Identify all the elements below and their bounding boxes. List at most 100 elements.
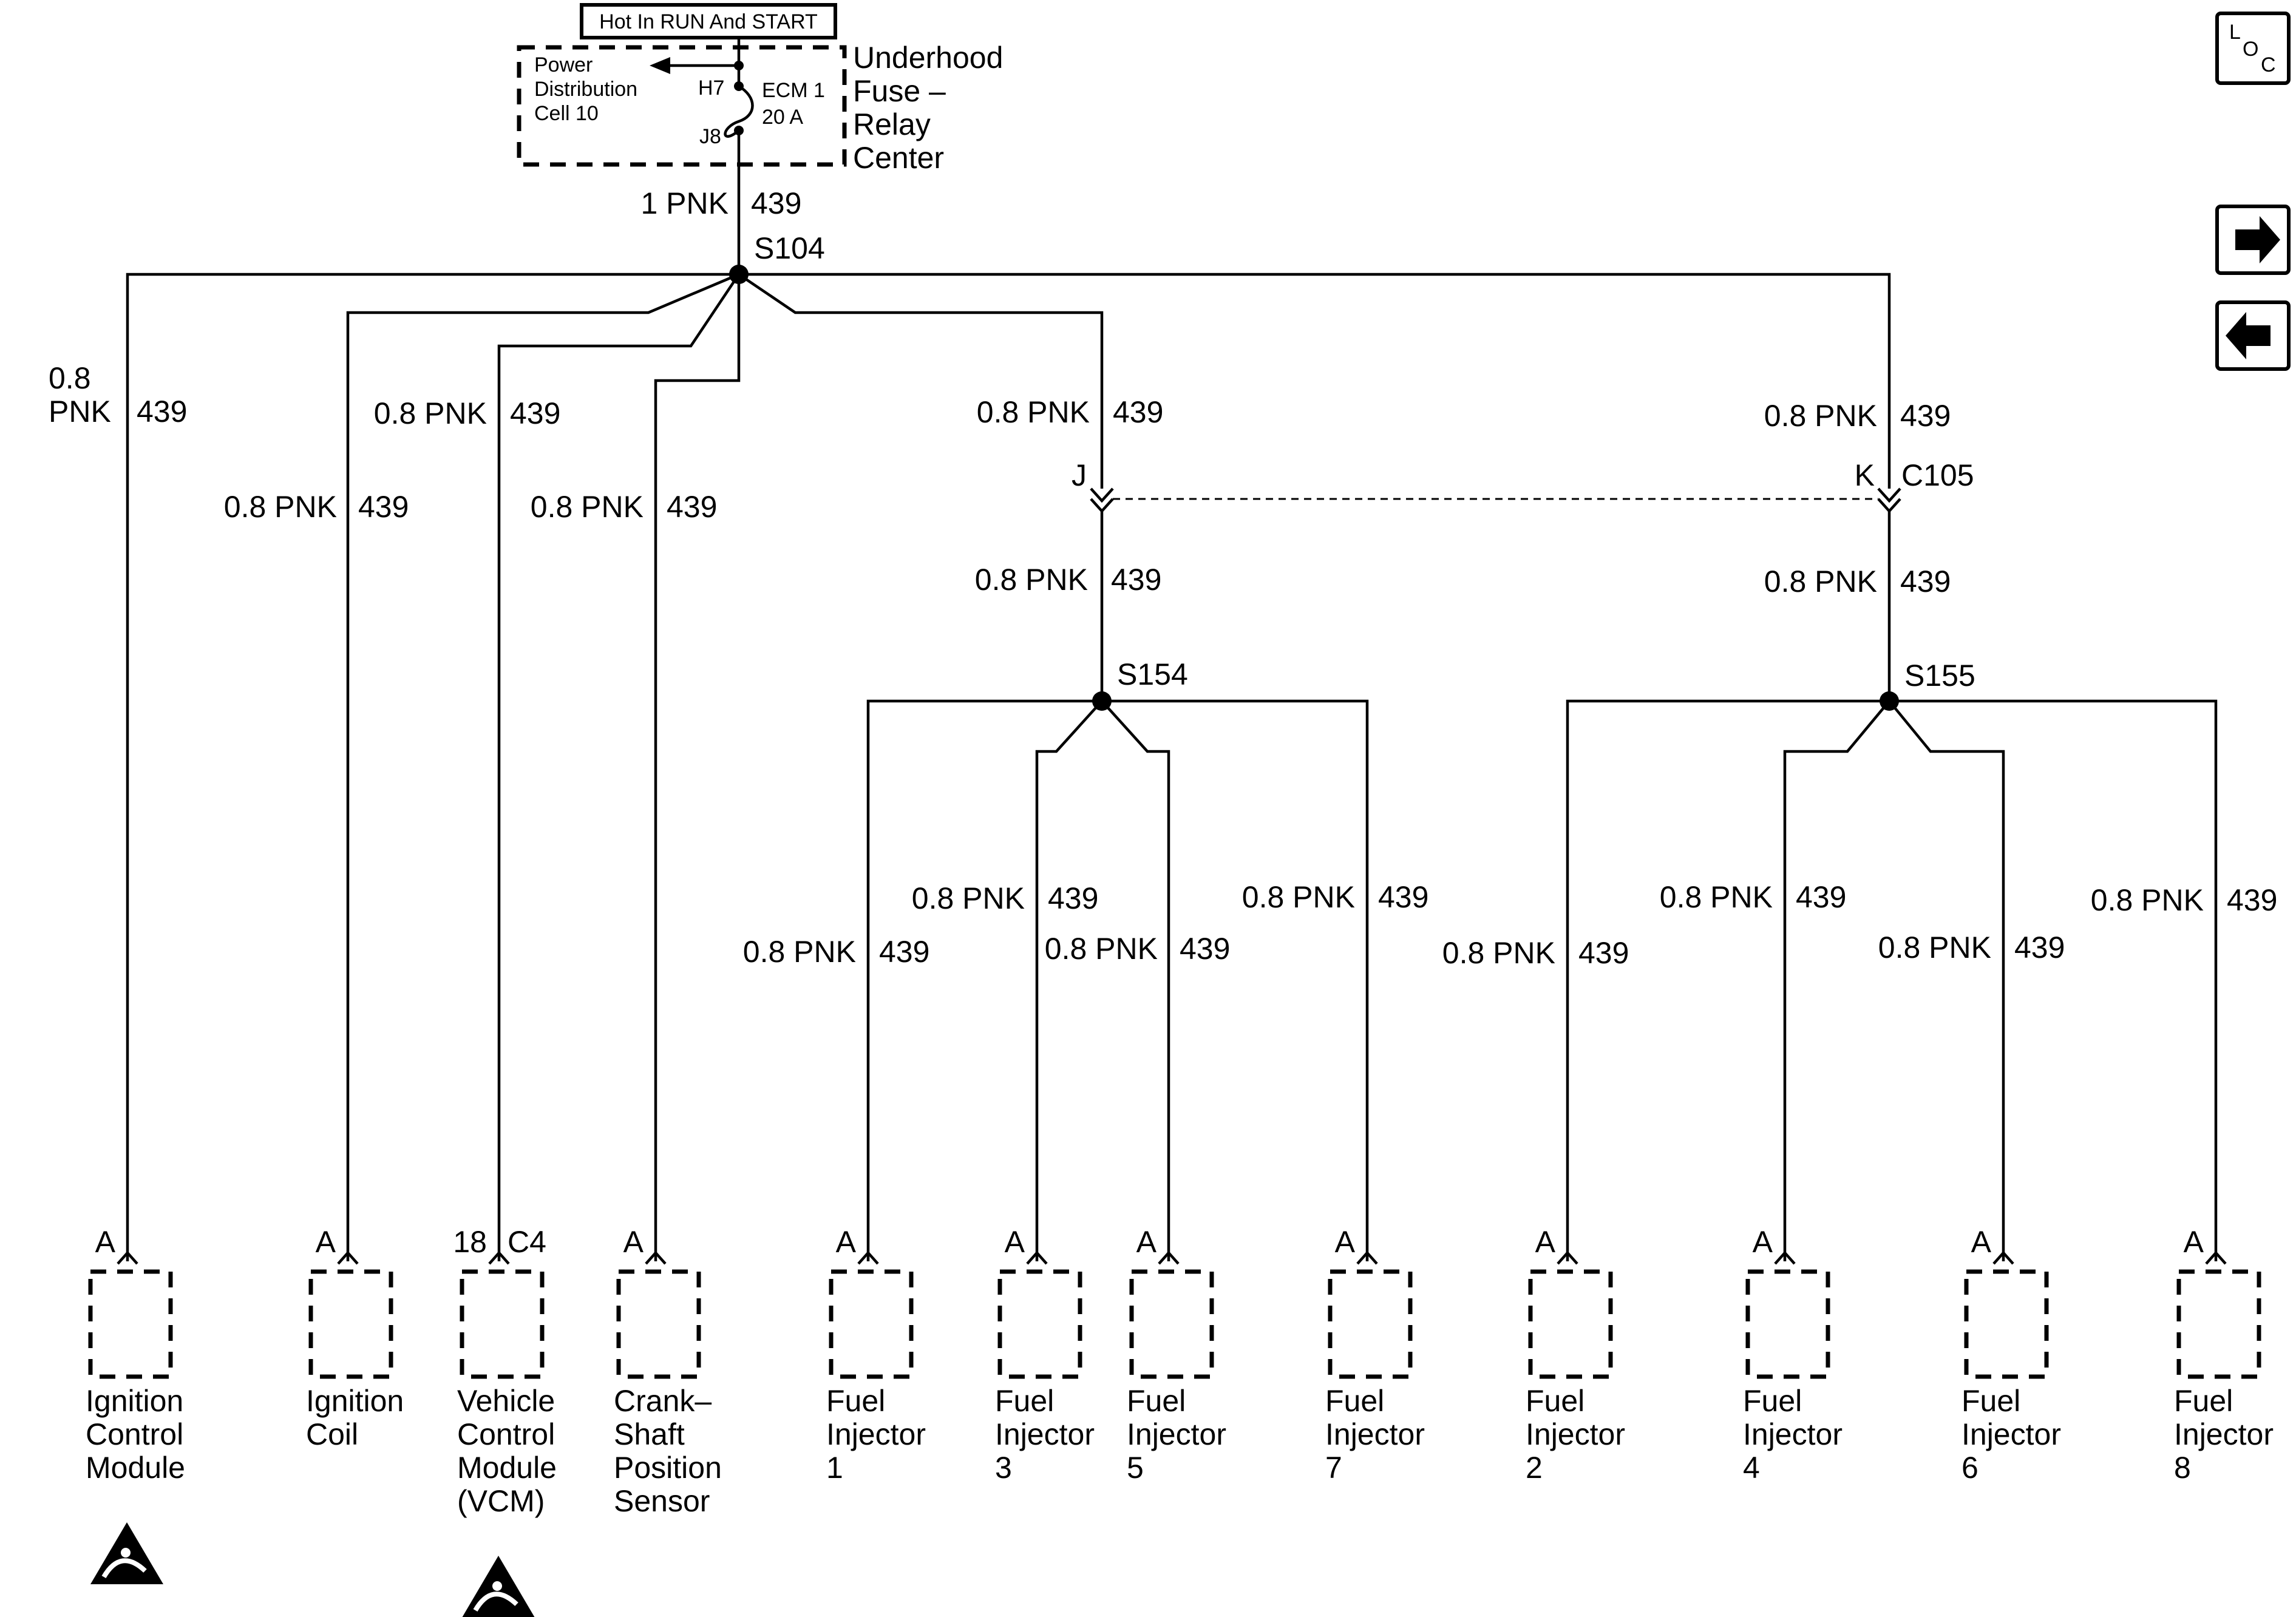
splice-s104-label: S104 bbox=[754, 231, 825, 265]
component-box bbox=[88, 1269, 173, 1379]
component-name-line: Fuel bbox=[1127, 1384, 1186, 1418]
power-distribution-label-2: Distribution bbox=[534, 78, 637, 101]
wire-label-coil-circuit: 439 bbox=[358, 490, 409, 524]
wire-label-k-lower-circuit: 439 bbox=[1900, 564, 1951, 598]
component-box bbox=[460, 1269, 545, 1379]
component-name-line: Fuel bbox=[2174, 1384, 2233, 1418]
wire-fuel-injector-7 bbox=[1102, 699, 1369, 1261]
wire-label-inj8-circuit: 439 bbox=[2227, 883, 2277, 917]
wire-labels: 0.8 PNK 439 0.8 PNK 439 0.8 PNK 439 0.8 … bbox=[49, 361, 2277, 970]
component-name-line: Injector bbox=[2174, 1417, 2274, 1451]
component-box bbox=[997, 1269, 1082, 1379]
component-name-line: Injector bbox=[1127, 1417, 1226, 1451]
wire-fuel-injector-1 bbox=[866, 699, 1102, 1261]
component-pin-label: A bbox=[836, 1225, 857, 1259]
component-name-line: 5 bbox=[1127, 1451, 1144, 1485]
connector-pin-icon bbox=[488, 1250, 510, 1265]
wire-label-inj6-circuit: 439 bbox=[2014, 931, 2065, 964]
connector-pin-icon bbox=[645, 1250, 667, 1265]
power-distribution-block: Power Distribution Cell 10 H7 J8 ECM 1 2… bbox=[517, 38, 847, 167]
wire-fuel-injector-6 bbox=[1888, 700, 2005, 1261]
wire-label-inj2-size: 0.8 PNK bbox=[1442, 936, 1555, 970]
connector-pin-icon bbox=[1158, 1250, 1180, 1265]
wire-label-inj7-size: 0.8 PNK bbox=[1242, 880, 1355, 914]
component-name-line: Control bbox=[457, 1417, 555, 1451]
component-name-line: Module bbox=[457, 1451, 557, 1485]
wire-fuel-injector-5 bbox=[1101, 700, 1170, 1261]
component-pin-label: A bbox=[1136, 1225, 1157, 1259]
arrow-left-icon bbox=[2226, 312, 2271, 359]
svg-text:Underhood: Underhood bbox=[853, 41, 1003, 75]
component-box bbox=[308, 1269, 393, 1379]
wire-label-inj7-circuit: 439 bbox=[1378, 880, 1428, 914]
fuse-rating: 20 A bbox=[762, 106, 803, 129]
wire-label-coil-size: 0.8 PNK bbox=[224, 490, 337, 524]
connector-pin-icon bbox=[1992, 1250, 2014, 1265]
component-name-line: Vehicle bbox=[457, 1384, 555, 1418]
component-pin-label: C4 bbox=[508, 1225, 546, 1259]
wire-label-inj3-circuit: 439 bbox=[1048, 881, 1098, 915]
esd-warning-icon bbox=[90, 1522, 163, 1584]
wire-ignition-coil bbox=[346, 273, 739, 1261]
component-name-line: Injector bbox=[1526, 1417, 1625, 1451]
connector-pin-j: J bbox=[1072, 458, 1087, 492]
wire-label-j-lower-circuit: 439 bbox=[1111, 563, 1161, 597]
component-name-line: Fuel bbox=[995, 1384, 1054, 1418]
component-box bbox=[616, 1269, 701, 1379]
wire-label-icm-circuit: 439 bbox=[137, 395, 187, 429]
wire-vcm bbox=[497, 273, 740, 1261]
wire-fuel-injector-2 bbox=[1566, 699, 1889, 1261]
connector-pin-icon bbox=[1774, 1250, 1796, 1265]
wire-label-k-lower-size: 0.8 PNK bbox=[1764, 564, 1877, 598]
fuse-icon bbox=[724, 85, 754, 138]
power-distribution-label-1: Power bbox=[534, 53, 593, 76]
svg-text:Center: Center bbox=[853, 141, 944, 175]
connector-pin-icon bbox=[1557, 1250, 1578, 1265]
loc-letter-c: C bbox=[2261, 53, 2276, 76]
next-page-button[interactable] bbox=[2215, 205, 2291, 275]
component-name-line: Fuel bbox=[1743, 1384, 1802, 1418]
component-name-line: 7 bbox=[1325, 1451, 1342, 1485]
component-name-line: Crank– bbox=[614, 1384, 712, 1418]
component-name-line: Injector bbox=[995, 1417, 1095, 1451]
component-name-line: 1 bbox=[826, 1451, 843, 1485]
connector-pin-icon bbox=[2205, 1250, 2227, 1265]
loc-button[interactable]: L O C bbox=[2215, 12, 2291, 85]
connector-pin-icon bbox=[337, 1250, 359, 1265]
component-box bbox=[1528, 1269, 1613, 1379]
wire-label-icm-size-2: PNK bbox=[49, 395, 111, 429]
component-name-line: Position bbox=[614, 1451, 722, 1485]
component-name-line: (VCM) bbox=[457, 1484, 545, 1518]
component-name-line: 6 bbox=[1961, 1451, 1978, 1485]
svg-text:Fuse –: Fuse – bbox=[853, 74, 946, 108]
main-wire-circuit: 439 bbox=[751, 186, 801, 220]
fuse-pin-j8: J8 bbox=[699, 125, 721, 148]
esd-warning-icon bbox=[462, 1556, 535, 1617]
fuse-name: ECM 1 bbox=[762, 79, 825, 102]
wire-label-ckp-size: 0.8 PNK bbox=[531, 490, 644, 524]
loc-letter-o: O bbox=[2243, 38, 2258, 61]
main-wire-size: 1 PNK bbox=[640, 186, 729, 220]
connector-pin-icon bbox=[1356, 1250, 1378, 1265]
component-name-line: Fuel bbox=[1325, 1384, 1384, 1418]
wire-label-j-lower-size: 0.8 PNK bbox=[975, 563, 1088, 597]
component-pin-label: A bbox=[95, 1225, 116, 1259]
previous-page-button[interactable] bbox=[2215, 300, 2291, 371]
feed-arrow-icon bbox=[650, 57, 670, 74]
component-box bbox=[1129, 1269, 1214, 1379]
hot-in-run-label: Hot In RUN And START bbox=[599, 10, 818, 33]
connector-pin-icon bbox=[117, 1250, 138, 1265]
component-name-line: Injector bbox=[826, 1417, 926, 1451]
component-pin-label: A bbox=[316, 1225, 336, 1259]
wire-label-inj3-size: 0.8 PNK bbox=[912, 881, 1025, 915]
splice-s154-label: S154 bbox=[1117, 657, 1188, 691]
component-name-line: Injector bbox=[1325, 1417, 1425, 1451]
component-name-line: Injector bbox=[1961, 1417, 2061, 1451]
wire-fuel-injector-3 bbox=[1035, 700, 1103, 1261]
